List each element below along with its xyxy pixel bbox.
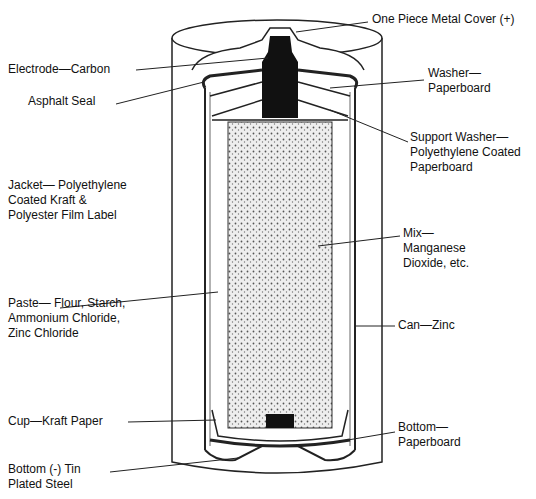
- part-label: Bottom— Paperboard: [398, 420, 478, 450]
- zinc-can: [205, 88, 355, 450]
- leader-line: [128, 420, 216, 422]
- leader-line: [356, 326, 395, 327]
- part-label: Mix— Manganese Dioxide, etc.: [403, 226, 483, 271]
- leader-line: [296, 22, 368, 32]
- leader-line: [318, 236, 400, 246]
- leader-lines: [60, 22, 424, 472]
- part-label: Cup—Kraft Paper: [8, 414, 128, 429]
- part-label: Washer— Paperboard: [428, 66, 508, 96]
- leader-line: [110, 458, 238, 472]
- part-label: Can—Zinc: [398, 318, 488, 333]
- part-label: Asphalt Seal: [28, 94, 118, 109]
- part-label: Paste— Flour, Starch, Ammonium Chloride,…: [8, 296, 133, 341]
- leader-line: [136, 58, 268, 70]
- steel-bottom: [205, 446, 355, 460]
- carbon-rod-end: [266, 414, 294, 428]
- part-label: Jacket— Polyethylene Coated Kraft & Poly…: [8, 178, 128, 223]
- leader-line: [336, 432, 395, 442]
- part-label: Bottom (-) Tin Plated Steel: [8, 462, 108, 492]
- leader-line: [116, 82, 204, 104]
- leader-line: [330, 110, 408, 142]
- kraft-cup: [212, 410, 348, 441]
- manganese-mix: [228, 122, 332, 428]
- carbon-rod: [262, 36, 298, 118]
- leader-line: [330, 80, 424, 88]
- part-label: Electrode—Carbon: [8, 62, 138, 77]
- can-inner: [210, 92, 350, 446]
- part-label: One Piece Metal Cover (+): [372, 12, 532, 27]
- part-label: Support Washer— Polyethylene Coated Pape…: [410, 130, 532, 175]
